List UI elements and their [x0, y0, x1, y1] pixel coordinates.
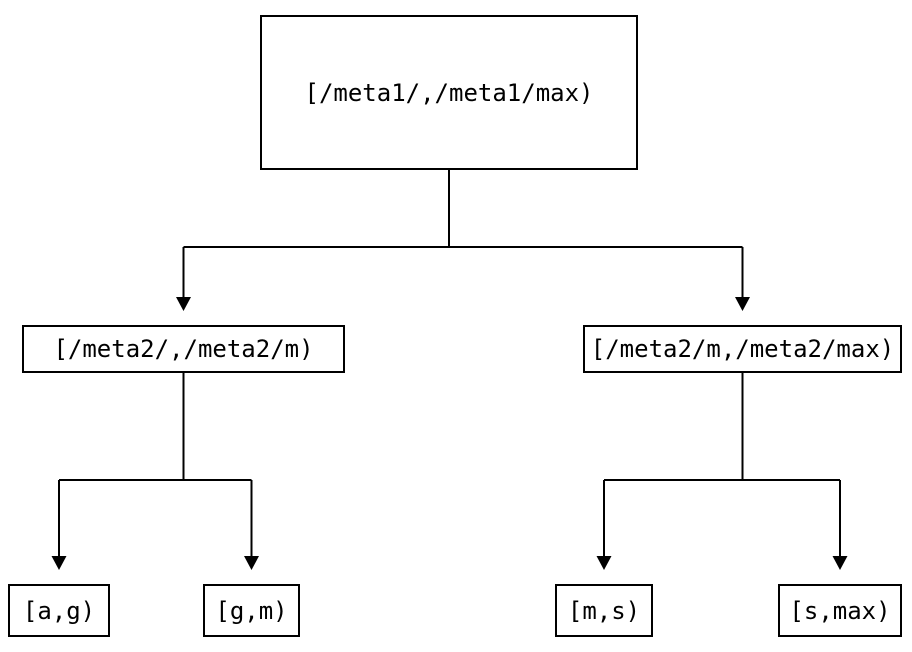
tree-node-leaf-smax: [s,max) [778, 584, 902, 637]
arrowhead-down-icon [832, 556, 848, 570]
arrowhead-down-icon [244, 556, 259, 570]
tree-node-leaf-ms-label: [m,s) [567, 596, 641, 625]
tree-node-right-label: [/meta2/m,/meta2/max) [590, 335, 895, 363]
tree-node-leaf-ms: [m,s) [555, 584, 653, 637]
tree-node-leaf-ag-label: [a,g) [22, 596, 96, 625]
tree-node-root: [/meta1/,/meta1/max) [260, 15, 638, 170]
tree-node-left-label: [/meta2/,/meta2/m) [53, 335, 314, 363]
tree-node-leaf-smax-label: [s,max) [789, 596, 891, 625]
arrowhead-down-icon [176, 297, 191, 311]
arrowhead-down-icon [596, 556, 612, 570]
edge-root-to-left [176, 247, 191, 311]
edge-right-trunk [604, 373, 840, 481]
edge-left-to-leaf-ag [51, 480, 67, 570]
tree-node-root-label: [/meta1/,/meta1/max) [304, 78, 594, 107]
tree-node-leaf-gm: [g,m) [203, 584, 300, 637]
edge-right-to-leaf-ms [596, 480, 612, 570]
edge-root-to-right [735, 247, 750, 311]
arrowhead-down-icon [51, 556, 67, 570]
tree-node-leaf-gm-label: [g,m) [215, 596, 288, 625]
tree-node-left: [/meta2/,/meta2/m) [22, 325, 345, 373]
tree-node-leaf-ag: [a,g) [8, 584, 110, 637]
arrowhead-down-icon [735, 297, 750, 311]
edge-root-trunk [183, 170, 743, 248]
edge-left-trunk [59, 373, 252, 481]
tree-node-right: [/meta2/m,/meta2/max) [583, 325, 902, 373]
edge-right-to-leaf-smax [832, 480, 848, 570]
edge-left-to-leaf-gm [244, 480, 259, 570]
